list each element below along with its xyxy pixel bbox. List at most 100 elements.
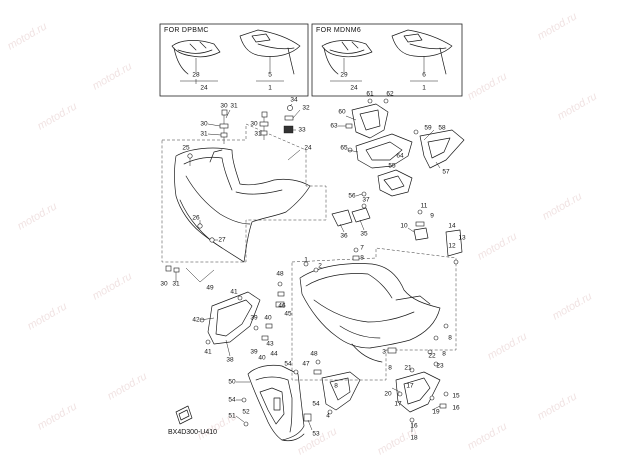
screw-icon [361,203,367,209]
callout-50: 50 [228,379,236,386]
callout-8: 8 [442,351,446,358]
side-cowl-sketch [391,29,453,57]
callout-55: 55 [388,163,396,170]
watermark: motod.ru [36,400,80,432]
callout-30: 30 [160,281,168,288]
inset-callout: 6 [422,72,426,79]
washer-icon [259,121,269,127]
callout-33: 33 [298,127,306,134]
bolt-icon [261,111,268,118]
grommet-icon [352,255,360,261]
callout-7: 7 [360,245,364,252]
side-fairing-edge [305,273,393,299]
watermark: motod.ru [536,390,580,422]
bolt-icon [221,109,228,116]
assembly-boundary [161,123,327,263]
side-cowl-sketch [329,49,365,54]
screw-icon [287,105,293,111]
callout-12: 12 [448,243,456,250]
inset-callout: 1 [422,85,426,92]
side-fairing [299,263,441,349]
inset-frame [311,23,463,97]
callout-15: 15 [452,393,460,400]
side-cowl-sketch [239,29,301,57]
side-fairing-edge [313,299,415,323]
reference-part-icon [178,409,190,421]
callout-17: 17 [394,401,402,408]
screw-icon [443,323,449,329]
callout-16: 16 [410,423,418,430]
bracket-clip [351,207,371,223]
screw-icon [237,295,243,301]
under-cowl-edge [281,433,305,442]
callout-30: 30 [250,121,258,128]
screw-icon [443,391,449,397]
inner-panel [427,137,451,159]
inset-callout: 24 [350,85,358,92]
grommet-icon [265,323,273,329]
cowl-stay [403,377,431,405]
screw-icon [433,335,439,341]
callout-41: 41 [204,349,212,356]
clip-nut-icon [275,301,285,308]
screw-icon [313,267,319,273]
callout-24: 24 [304,145,312,152]
side-cowl-sketch [287,47,295,75]
callout-31: 31 [172,281,180,288]
watermark: motod.ru [36,100,80,132]
inset-callout: 28 [192,72,200,79]
watermark: motod.ru [16,200,60,232]
callout-47: 47 [302,361,310,368]
lower-bracket [329,377,351,401]
screw-icon [433,361,439,367]
callout-18: 18 [410,435,418,442]
watermark: motod.ru [106,370,150,402]
callout-62: 62 [386,91,394,98]
callout-30: 30 [220,103,228,110]
front-cowl-edge [183,156,233,191]
callout-65: 65 [340,145,348,152]
inset-label: FOR DPBMC [164,27,209,34]
side-cowl-sketch [323,47,339,75]
side-fairing-assembly [291,209,463,381]
callout-41: 41 [230,289,238,296]
callout-16: 16 [452,405,460,412]
callout-40: 40 [264,315,272,322]
grommet-icon [260,130,268,136]
screw-icon [417,209,423,215]
callout-40: 40 [258,355,266,362]
side-cowl-sketch [173,47,189,75]
screw-icon [327,409,333,415]
callout-20: 20 [384,391,392,398]
grommet-icon [345,123,353,129]
screw-icon [315,359,321,365]
callout-58: 58 [438,125,446,132]
inner-cover-assembly [199,281,285,345]
callout-61: 61 [366,91,374,98]
under-cowl [247,364,305,441]
callout-25: 25 [182,145,190,152]
side-cowl-sketch [177,49,213,54]
callout-3: 3 [382,349,386,356]
callout-54: 54 [228,397,236,404]
front-cowl-edge [209,149,223,163]
screw-icon [453,259,459,265]
screw-icon [303,261,309,267]
callout-layer: 30 31 30 31 34 32 33 30 31 25 24 26 27 3… [160,91,466,442]
grommet-icon [277,291,285,297]
air-duct [365,141,403,161]
watermark: motod.ru [91,60,135,92]
bracket-clip [331,209,353,227]
watermark: motod.ru [541,190,585,222]
inner-cover [207,291,261,345]
side-cowl-sketch [321,40,373,58]
callout-9: 9 [430,213,434,220]
grommet-icon [313,369,322,375]
front-cowl-edge [179,199,223,249]
screw-icon [429,395,435,401]
front-cowl [174,147,311,263]
callout-10: 10 [400,223,408,230]
cowl-stay [395,371,441,413]
washer-icon [219,123,229,129]
